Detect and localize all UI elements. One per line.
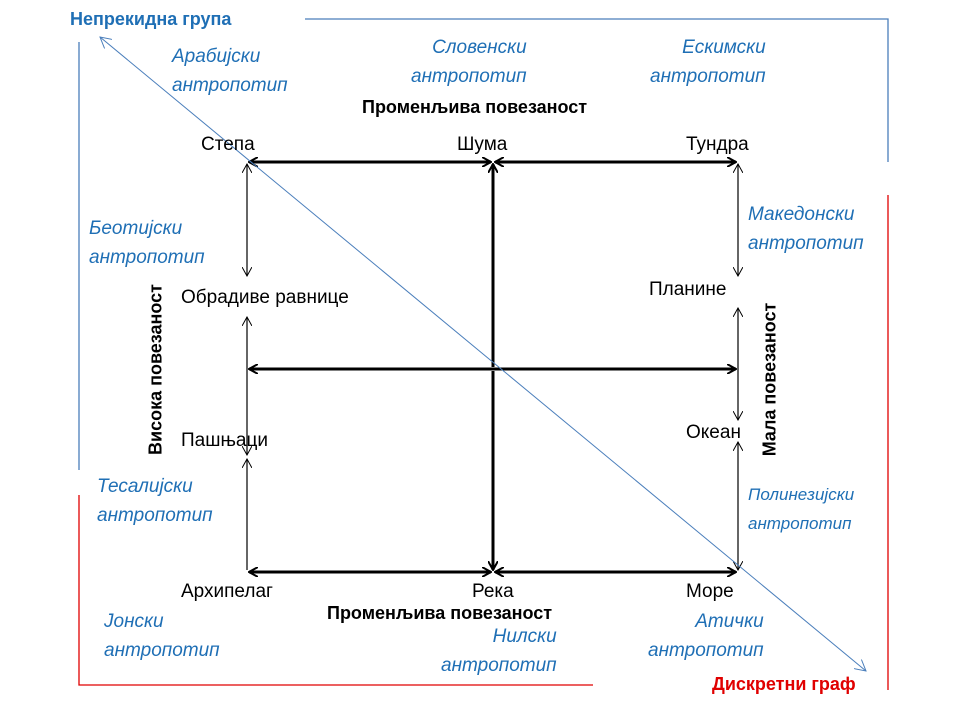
node-sea: Море [686,581,734,602]
anthropotype-ionian: Јонски антропотип [104,611,220,661]
bold-arrows [249,162,736,572]
node-archipelago: Архипелаг [181,581,273,602]
anthropotype-thessalian: Тесалијски антропотип [97,476,213,526]
anthropotype-boeotian: Беотијски антропотип [89,218,205,268]
anthropotype-macedonian: Македонски антропотип [748,204,864,254]
diagonal-arrow [100,37,866,671]
node-tundra: Тундра [686,134,749,155]
anthropotype-arabic: Арабијски антропотип [172,46,288,96]
anthropotype-attic: Атички антропотип [648,611,764,661]
high-connectivity-label: Висока повезаност [145,284,166,455]
node-steppe: Степа [201,134,255,155]
variable-connectivity-top: Променљива повезаност [362,97,588,117]
node-ocean: Океан [686,422,741,443]
node-forest: Шума [457,134,508,155]
frame-blue [78,18,889,470]
node-pastures: Пашњаци [181,430,268,451]
low-connectivity-label: Мала повезаност [759,302,780,457]
node-plains: Обрадиве равнице [181,287,349,308]
discrete-graph-label: Дискретни граф [712,674,856,694]
anthropotype-eskimo: Ескимски антропотип [650,37,766,87]
variable-connectivity-bottom: Променљива повезаност [327,603,553,623]
frame-red [78,195,889,690]
anthropotype-nile: Нилски антропотип [441,626,557,676]
anthropotype-slovene: Словенски антропотип [411,37,527,87]
continuous-group-label: Непрекидна група [70,9,232,29]
node-river: Река [472,581,514,602]
anthropotype-polynesian: Полинезијски антропотип [748,485,855,533]
node-mountains: Планине [649,279,727,300]
